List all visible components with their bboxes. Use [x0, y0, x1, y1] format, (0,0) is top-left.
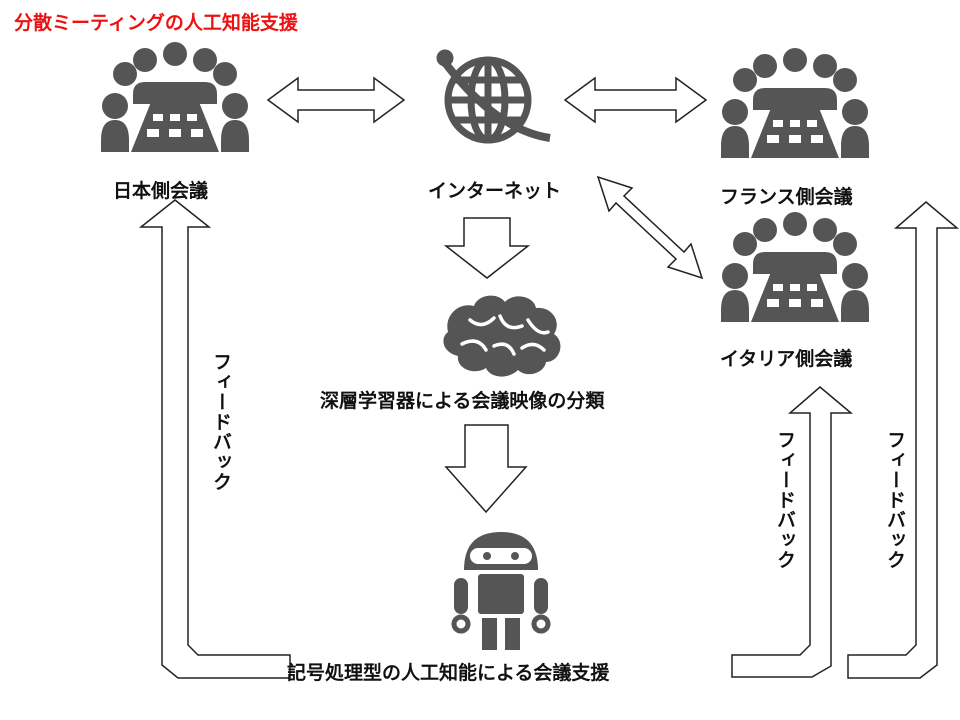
- france-meeting-label: フランス側会議: [720, 186, 853, 208]
- arrow-internet-france: [563, 76, 708, 124]
- arrow-internet-classifier: [443, 217, 531, 279]
- japan-meeting-label: 日本側会議: [113, 180, 209, 202]
- feedback-arrow-france: [847, 201, 960, 679]
- arrow-internet-italy: [596, 175, 704, 280]
- italy-meeting-label: イタリア側会議: [720, 348, 853, 370]
- italy-meeting-icon: [721, 212, 869, 322]
- support-label: 記号処理型の人工知能による会議支援: [287, 662, 610, 684]
- page-title: 分散ミーティングの人工知能支援: [14, 12, 298, 34]
- feedback-arrow-italy: [731, 386, 854, 678]
- feedback-label-right: フィードバック: [884, 430, 906, 570]
- classifier-label: 深層学習器による会議映像の分類: [320, 390, 605, 412]
- internet-label: インターネット: [428, 180, 562, 202]
- france-meeting-icon: [721, 48, 869, 158]
- robot-icon: [451, 532, 551, 650]
- arrow-japan-internet: [266, 76, 406, 124]
- brain-icon: [443, 295, 561, 377]
- globe-network-icon: [436, 49, 551, 144]
- feedback-label-middle: フィードバック: [774, 430, 796, 570]
- feedback-arrow-japan: [138, 199, 291, 679]
- arrow-classifier-support: [444, 424, 528, 514]
- feedback-label-left: フィードバック: [210, 352, 232, 492]
- japan-meeting-icon: [101, 42, 249, 152]
